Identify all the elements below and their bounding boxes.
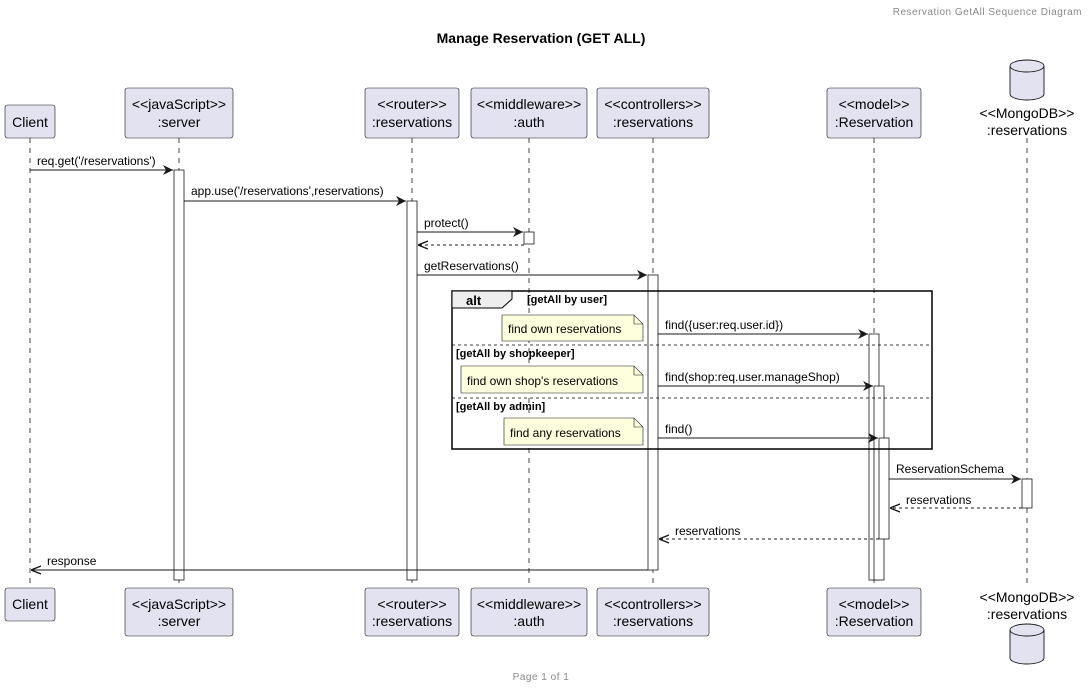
notes: find own reservations find own shop's re…: [460, 314, 644, 446]
participant-db: <<MongoDB>> :reservations: [980, 59, 1075, 138]
participant-name: :Reservation: [835, 114, 914, 130]
participant-stereotype: <<MongoDB>>: [980, 105, 1075, 121]
participant-client-bottom: Client: [4, 587, 56, 622]
activation-server: [173, 169, 185, 581]
participant-name: :auth: [513, 613, 544, 629]
participant-name: Client: [12, 596, 48, 612]
message-label: getReservations(): [424, 259, 519, 273]
participant-stereotype: <<javaScript>>: [132, 96, 226, 112]
message-label: app.use('/reservations',reservations): [191, 184, 384, 198]
participant-name: :server: [158, 114, 201, 130]
participant-name: :reservations: [372, 114, 452, 130]
participant-stereotype: <<model>>: [839, 596, 910, 612]
message-reservation-schema: ReservationSchema: [889, 462, 1021, 484]
participant-name: :reservations: [613, 114, 693, 130]
participant-stereotype: <<controllers>>: [604, 96, 701, 112]
participant-model: <<model>> :Reservation: [826, 87, 922, 139]
note-any-reservations: find any reservations: [503, 417, 644, 446]
activation-model-3: [878, 437, 890, 540]
diagram-title: Manage Reservation (GET ALL): [437, 30, 646, 46]
participant-controller-bottom: <<controllers>> :reservations: [596, 587, 710, 637]
participant-server: <<javaScript>> :server: [124, 87, 234, 139]
participant-stereotype: <<model>>: [839, 96, 910, 112]
message-find-all: find(): [658, 422, 878, 443]
message-label: req.get('/reservations'): [37, 154, 156, 168]
message-find-shop: find(shop:req.user.manageShop): [658, 370, 873, 391]
activation-controller: [647, 274, 659, 571]
participants-bottom: Client <<javaScript>> :server <<router>>…: [4, 587, 1075, 665]
activation-db: [1021, 478, 1033, 509]
participant-auth-bottom: <<middleware>> :auth: [470, 587, 588, 637]
activation-bars: [173, 169, 1033, 581]
participant-name: :reservations: [987, 122, 1067, 138]
participant-client: Client: [4, 104, 56, 139]
messages: req.get('/reservations') app.use('/reser…: [30, 154, 1022, 570]
participant-stereotype: <<controllers>>: [604, 596, 701, 612]
participant-auth: <<middleware>> :auth: [470, 87, 588, 139]
activation-router: [406, 200, 418, 581]
participant-name: :auth: [513, 114, 544, 130]
message-label: reservations: [675, 524, 740, 538]
alt-guard-user: [getAll by user]: [527, 294, 607, 306]
database-icon: [1009, 623, 1045, 665]
participant-stereotype: <<middleware>>: [477, 596, 581, 612]
participant-stereotype: <<MongoDB>>: [980, 589, 1075, 605]
database-icon: [1009, 59, 1045, 101]
message-get-reservations: getReservations(): [417, 259, 647, 280]
message-app-use: app.use('/reservations',reservations): [184, 184, 406, 206]
participant-name: :reservations: [372, 613, 452, 629]
participant-name: :reservations: [987, 606, 1067, 622]
participant-model-bottom: <<model>> :Reservation: [826, 587, 922, 637]
note-own-reservations: find own reservations: [501, 314, 644, 342]
message-find-user: find({user:req.user.id}): [658, 318, 868, 339]
message-req-get: req.get('/reservations'): [30, 154, 173, 175]
alt-keyword: alt: [466, 293, 482, 308]
participant-stereotype: <<router>>: [377, 96, 446, 112]
participant-router: <<router>> :reservations: [364, 87, 460, 139]
diagram-header-caption: Reservation GetAll Sequence Diagram: [893, 7, 1082, 18]
participant-router-bottom: <<router>> :reservations: [364, 587, 460, 637]
alt-guard-admin: [getAll by admin]: [456, 401, 546, 413]
participant-name: Client: [12, 114, 48, 130]
message-protect: protect(): [417, 216, 523, 237]
message-label: find(shop:req.user.manageShop): [665, 370, 840, 384]
message-label: response: [47, 554, 97, 568]
message-label: find(): [665, 422, 692, 436]
message-db-return: reservations: [890, 493, 1022, 508]
note-text: find any reservations: [510, 426, 621, 440]
participant-controller: <<controllers>> :reservations: [596, 87, 710, 139]
participants-top: Client <<javaScript>> :server <<router>>…: [4, 59, 1075, 139]
message-model-return: reservations: [659, 524, 879, 539]
participant-db-bottom: <<MongoDB>> :reservations: [980, 589, 1075, 665]
participant-server-bottom: <<javaScript>> :server: [124, 587, 234, 637]
activation-auth: [523, 231, 535, 245]
message-response: response: [31, 554, 648, 570]
message-label: reservations: [906, 493, 971, 507]
note-own-shop-reservations: find own shop's reservations: [460, 365, 644, 394]
participant-name: :reservations: [613, 613, 693, 629]
message-label: find({user:req.user.id}): [665, 318, 783, 332]
participant-stereotype: <<javaScript>>: [132, 596, 226, 612]
participant-name: :Reservation: [835, 613, 914, 629]
page-footer: Page 1 of 1: [513, 672, 570, 683]
alt-fragment: alt [getAll by user] [getAll by shopkeep…: [451, 290, 933, 450]
note-text: find own reservations: [508, 322, 621, 336]
participant-stereotype: <<middleware>>: [477, 96, 581, 112]
participant-stereotype: <<router>>: [377, 596, 446, 612]
note-text: find own shop's reservations: [467, 374, 618, 388]
message-label: protect(): [424, 216, 469, 230]
message-label: ReservationSchema: [896, 462, 1004, 476]
alt-guard-shopkeeper: [getAll by shopkeeper]: [456, 348, 575, 360]
participant-name: :server: [158, 613, 201, 629]
